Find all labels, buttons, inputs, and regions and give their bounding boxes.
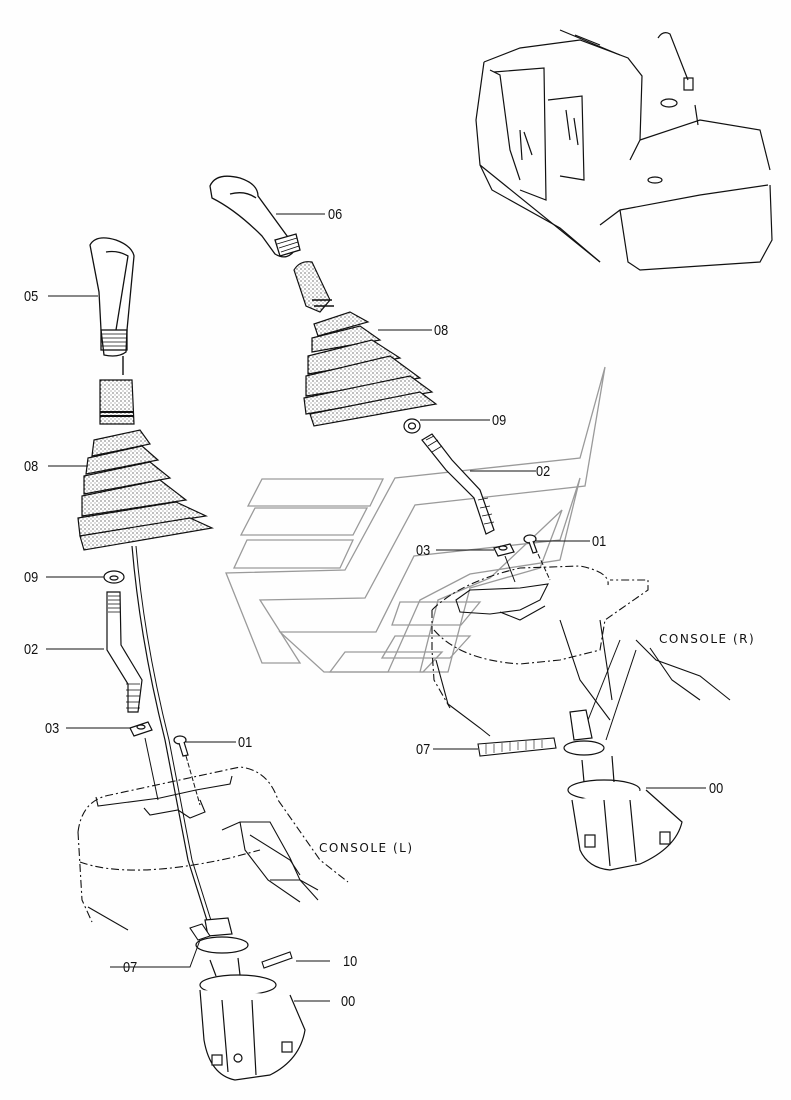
callout-07-right: 07 — [416, 741, 431, 758]
part-00-left-valve — [195, 917, 306, 1081]
part-01-right-bolt — [523, 534, 538, 554]
leader-lines — [46, 213, 706, 1002]
part-08-left-boot — [77, 379, 215, 551]
part-02-left-lever — [106, 591, 143, 713]
callout-05: 05 — [24, 288, 39, 305]
part-07-left-tie — [189, 923, 211, 941]
callout-02-right: 02 — [536, 463, 551, 480]
callout-10: 10 — [343, 953, 358, 970]
part-09-left-nut — [103, 570, 125, 584]
callout-09-right: 09 — [492, 412, 507, 429]
part-02-right-lever — [421, 433, 495, 535]
callout-01-right: 01 — [592, 533, 607, 550]
part-01-left-bolt — [173, 735, 189, 757]
console-right-label: CONSOLE (R) — [659, 632, 756, 646]
callout-08-right: 08 — [434, 322, 449, 339]
callout-02-left: 02 — [24, 641, 39, 658]
callout-03-right: 03 — [416, 542, 431, 559]
part-03-right-nut — [493, 543, 515, 557]
part-05-left-grip — [89, 237, 135, 357]
part-08-right-boot — [293, 261, 438, 427]
console-left-drawing — [77, 766, 349, 931]
callout-00-left: 00 — [341, 993, 356, 1010]
callout-06: 06 — [328, 206, 343, 223]
part-00-right-valve — [563, 709, 683, 871]
part-06-right-grip — [209, 175, 301, 258]
part-09-right-nut — [403, 418, 421, 434]
left-cable — [131, 545, 211, 931]
console-right-drawing — [431, 565, 731, 737]
callout-03-left: 03 — [45, 720, 60, 737]
callout-00-right: 00 — [709, 780, 724, 797]
callout-09-left: 09 — [24, 569, 39, 586]
part-03-left-nut — [129, 721, 153, 737]
callout-01-left: 01 — [238, 734, 253, 751]
part-07-right-tie — [477, 737, 557, 757]
part-10-pin — [261, 951, 293, 969]
console-left-label: CONSOLE (L) — [319, 841, 414, 855]
excavator-inset — [475, 29, 773, 271]
callout-07-left: 07 — [123, 959, 138, 976]
callout-08-left: 08 — [24, 458, 39, 475]
watermark-logo — [225, 366, 606, 673]
